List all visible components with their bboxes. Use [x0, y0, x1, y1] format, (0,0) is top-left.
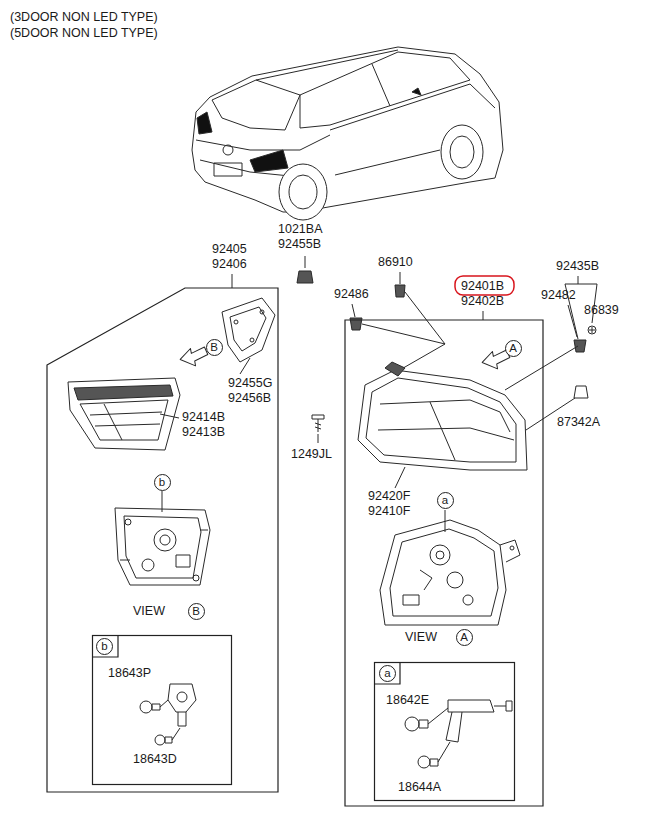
part-number: 92401B — [461, 279, 504, 294]
part-number: 92414B — [182, 410, 225, 425]
panel-outline — [374, 662, 515, 801]
bulb-socket — [405, 700, 512, 768]
part-number: 92420F — [368, 489, 410, 504]
panel-outline — [47, 288, 278, 792]
lamp-rear-view — [380, 520, 520, 625]
part-number: 86910 — [378, 255, 413, 270]
view-marker-circle: a — [379, 665, 396, 682]
part-number: 86839 — [584, 303, 619, 318]
part-number: 1021BA — [278, 222, 322, 237]
view-letter: B — [210, 341, 218, 353]
inner-lamp — [68, 378, 180, 450]
view-letter: A — [460, 631, 468, 643]
part-number: 92405 — [212, 242, 247, 257]
view-letter: B — [192, 605, 200, 617]
view-letter: b — [159, 476, 165, 488]
view-marker-circle: B — [206, 339, 223, 356]
gasket — [222, 298, 275, 362]
assembly-panel: BbBb18643P18643D9240592406 — [47, 288, 278, 792]
screw — [312, 415, 324, 432]
view-marker-circle: A — [456, 629, 473, 646]
lamp-rear-view — [115, 508, 210, 585]
view-letter: A — [509, 342, 517, 354]
car-illustration — [192, 47, 503, 220]
detail-box: b 18643P 18643D — [92, 635, 232, 785]
view-letter: a — [384, 667, 390, 679]
part-number: 92455B — [278, 237, 321, 252]
view-marker-circle: b — [154, 474, 171, 491]
part-number: 92456B — [228, 391, 271, 406]
note-text: (5DOOR NON LED TYPE) — [10, 26, 158, 41]
part-number: 92413B — [182, 425, 225, 440]
view-caption: VIEW — [133, 604, 165, 619]
note-text: (3DOOR NON LED TYPE) — [10, 10, 158, 25]
part-number: 92455G — [228, 376, 272, 391]
part-number: 87342A — [557, 415, 600, 430]
part-number: 92486 — [334, 287, 369, 302]
view-marker-circle: a — [437, 492, 454, 509]
view-marker-circle: b — [96, 638, 113, 655]
detail-box: a 18642E 18644A — [374, 662, 515, 801]
bulb-part-number: 18642E — [386, 693, 429, 708]
bulb-part-number: 18644A — [398, 780, 441, 795]
view-marker-circle: A — [505, 340, 522, 357]
bulb-part-number: 18643D — [133, 752, 177, 767]
view-caption: VIEW — [405, 630, 437, 645]
outer-lamp — [358, 362, 527, 470]
part-number: 92410F — [368, 504, 410, 519]
part-number: 1249JL — [291, 447, 332, 462]
assembly-panel: AaAa18642E18644A92401B92402B — [345, 320, 543, 806]
view-letter: b — [101, 640, 107, 652]
highlight-mark — [455, 276, 514, 295]
part-number: 92406 — [212, 257, 247, 272]
bulb-socket — [140, 684, 196, 745]
part-number: 92402B — [461, 294, 504, 309]
bulb-part-number: 18643P — [108, 666, 151, 681]
part-number: 92482 — [541, 288, 576, 303]
view-letter: a — [442, 494, 448, 506]
view-marker-circle: B — [188, 603, 205, 620]
part-number: 92435B — [556, 259, 599, 274]
